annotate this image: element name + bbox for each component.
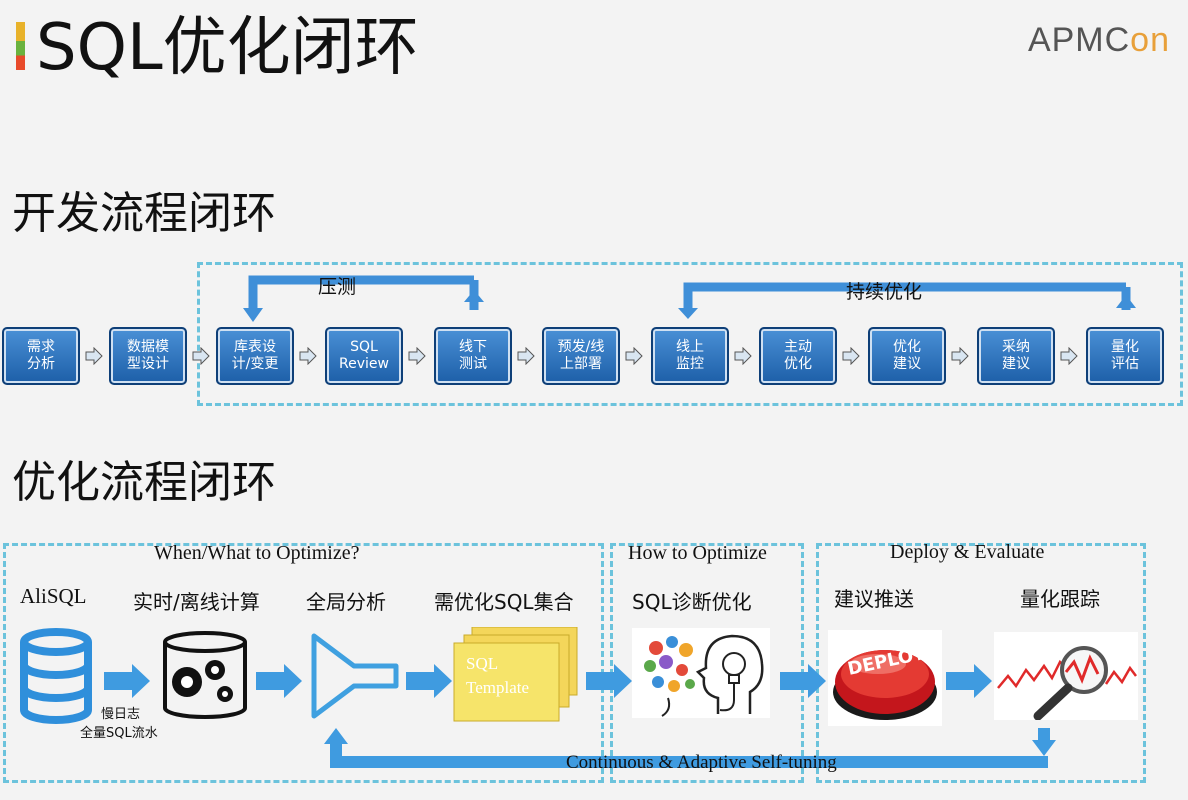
dev-step-line2: 建议 (893, 356, 921, 372)
dev-step-line2: 评估 (1111, 356, 1139, 372)
dev-step-line2: 型设计 (127, 356, 169, 372)
dev-step-line2: Review (339, 356, 389, 372)
label-global-analysis: 全局分析 (306, 590, 386, 614)
step-arrow-icon (408, 347, 426, 365)
dev-step-line1: 需求 (27, 339, 55, 355)
dev-step-line2: 优化 (784, 356, 812, 372)
loop-label-stress-test: 压测 (318, 276, 357, 298)
dev-section-heading: 开发流程闭环 (12, 188, 276, 239)
dev-step-line1: 线上 (676, 339, 704, 355)
dev-step-line2: 测试 (459, 356, 487, 372)
dev-loop-frame (197, 262, 1183, 406)
step-arrow-icon (85, 347, 103, 365)
label-realtime: 实时/离线计算 (133, 590, 260, 614)
label-push: 建议推送 (834, 587, 914, 611)
group-when-what (3, 543, 604, 783)
group-label-when-what: When/What to Optimize? (154, 542, 360, 564)
group-label-deploy: Deploy & Evaluate (890, 541, 1045, 563)
dev-step-box: 需求分析 (2, 327, 80, 385)
dev-step-line2: 分析 (27, 356, 55, 372)
dev-step-label: 量化评估 (1111, 339, 1139, 373)
group-how (610, 543, 804, 783)
dev-step-line1: 库表设 (234, 339, 276, 355)
label-track: 量化跟踪 (1020, 587, 1100, 611)
template-label-1: SQL (466, 654, 499, 673)
dev-step-line1: 优化 (893, 339, 921, 355)
page-title: SQL优化闭环 (36, 11, 419, 85)
dev-step-line1: SQL (350, 339, 378, 355)
dev-step-box: 主动优化 (759, 327, 837, 385)
dev-step-label: 采纳建议 (1002, 339, 1030, 373)
dev-step-label: 线下测试 (459, 339, 487, 373)
magnifier-trend-icon (994, 632, 1138, 720)
loop-label-continuous-opt: 持续优化 (846, 281, 923, 303)
dev-step-line1: 数据模 (127, 339, 169, 355)
step-arrow-icon (951, 347, 969, 365)
apmcon-logo: APMCon (1027, 21, 1170, 59)
database-icon (20, 628, 92, 724)
dev-step-line1: 采纳 (1002, 339, 1030, 355)
funnel-icon (311, 633, 399, 719)
step-arrow-icon (192, 347, 210, 365)
group-deploy (816, 543, 1146, 783)
opt-section-heading: 优化流程闭环 (12, 457, 276, 508)
deploy-button-icon (828, 630, 942, 726)
label-alisql: AliSQL (20, 584, 87, 608)
dev-step-box: 采纳建议 (977, 327, 1055, 385)
dev-step-label: 数据模型设计 (127, 339, 169, 373)
label-fullsql: 全量SQL流水 (80, 726, 158, 741)
dev-step-box: 线上监控 (651, 327, 729, 385)
title-accent-bar (16, 22, 25, 70)
step-arrow-icon (517, 347, 535, 365)
label-sql-set: 需优化SQL集合 (434, 590, 574, 614)
dev-step-line1: 线下 (459, 339, 487, 355)
dev-step-box: 数据模型设计 (109, 327, 187, 385)
dev-step-line2: 计/变更 (231, 356, 279, 372)
dev-step-label: 预发/线上部署 (558, 339, 605, 373)
dev-step-box: 预发/线上部署 (542, 327, 620, 385)
dev-step-box: 量化评估 (1086, 327, 1164, 385)
dev-step-label: 线上监控 (676, 339, 704, 373)
dev-step-label: 主动优化 (784, 339, 812, 373)
step-arrow-icon (734, 347, 752, 365)
step-arrow-icon (842, 347, 860, 365)
label-slowlog: 慢日志 (101, 707, 141, 722)
dev-step-box: 线下测试 (434, 327, 512, 385)
step-arrow-icon (625, 347, 643, 365)
dev-step-line1: 主动 (784, 339, 812, 355)
dev-step-line2: 监控 (676, 356, 704, 372)
group-label-how: How to Optimize (628, 542, 767, 564)
step-arrow-icon (299, 347, 317, 365)
sql-template-notes-icon (453, 627, 578, 722)
dev-step-label: 优化建议 (893, 339, 921, 373)
dev-step-line1: 预发/线 (557, 339, 605, 355)
label-diagnose: SQL诊断优化 (632, 590, 752, 614)
template-label-2: Template (466, 678, 530, 697)
gears-database-icon (163, 631, 247, 719)
step-arrow-icon (1060, 347, 1078, 365)
dev-loop-arrows (243, 275, 1136, 322)
loop-label-self-tuning: Continuous & Adaptive Self-tuning (566, 752, 837, 773)
dev-step-box: 优化建议 (868, 327, 946, 385)
brain-bulb-icon (632, 628, 770, 718)
dev-step-line1: 量化 (1111, 339, 1139, 355)
dev-step-line2: 建议 (1002, 356, 1030, 372)
dev-step-line2: 上部署 (560, 356, 602, 372)
dev-step-box: 库表设计/变更 (216, 327, 294, 385)
dev-step-label: 需求分析 (27, 339, 55, 373)
dev-step-label: 库表设计/变更 (232, 339, 279, 373)
